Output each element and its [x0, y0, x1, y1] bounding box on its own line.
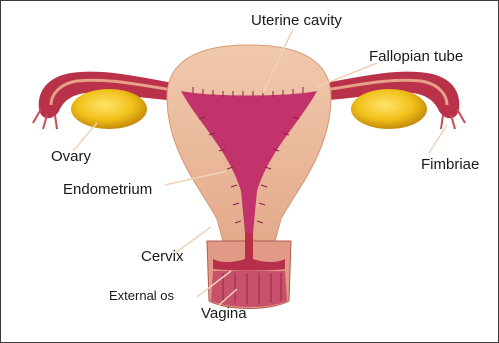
label-cervix: Cervix	[141, 249, 184, 264]
ovary-right	[351, 89, 427, 129]
label-external-os: External os	[109, 289, 174, 302]
ovary-left	[71, 89, 147, 129]
leader-ovary	[73, 123, 97, 151]
label-vagina: Vagina	[201, 306, 247, 321]
leader-fimbriae	[429, 125, 447, 153]
label-endometrium: Endometrium	[63, 182, 152, 197]
label-fallopian-tube: Fallopian tube	[369, 49, 463, 64]
label-fimbriae: Fimbriae	[421, 157, 479, 172]
label-uterine-cavity: Uterine cavity	[251, 13, 342, 28]
label-ovary: Ovary	[51, 149, 91, 164]
